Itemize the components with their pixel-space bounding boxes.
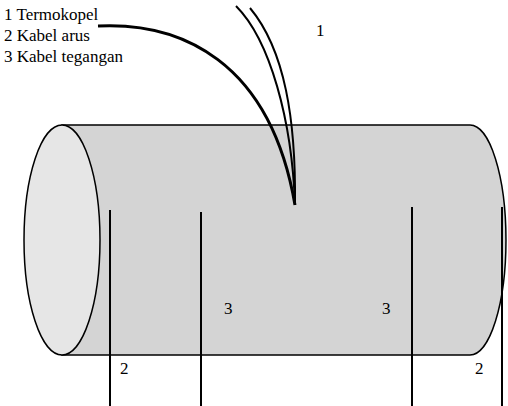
key-text: 2 Kabel arus: [4, 27, 90, 46]
current-cable: [109, 210, 111, 406]
key-text: 3 Kabel tegangan: [4, 48, 123, 67]
current-cable: [501, 207, 503, 406]
voltage-cable: [411, 207, 413, 406]
thermocouple-wire: [236, 6, 295, 205]
thermocouple-wire: [250, 8, 295, 205]
key-text: 1 Termokopel: [4, 6, 98, 25]
callout-number: 1: [316, 22, 325, 41]
callout-number: 2: [475, 360, 484, 379]
callout-number: 2: [120, 360, 129, 379]
cylinder-end: [24, 125, 100, 355]
voltage-cable: [200, 212, 202, 406]
callout-number: 3: [224, 300, 233, 319]
callout-number: 3: [382, 300, 391, 319]
